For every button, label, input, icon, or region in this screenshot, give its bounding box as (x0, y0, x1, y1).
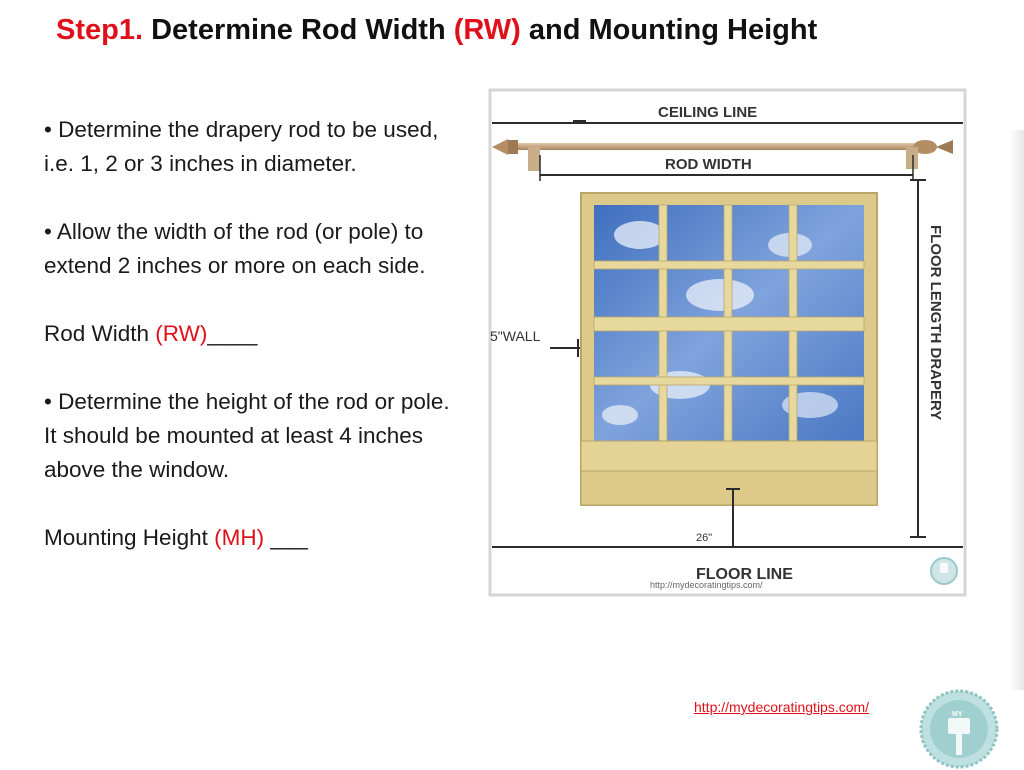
bullet-rod-diameter: • Determine the drapery rod to be used, … (44, 117, 439, 176)
title-part2: and Mounting Height (520, 14, 818, 46)
window-illustration (580, 192, 878, 506)
mounting-height-line: Mounting Height (MH) ___ (44, 521, 454, 555)
title-step: Step1. (56, 14, 144, 46)
diagram-watermark: http://mydecoratingtips.com/ (650, 580, 763, 590)
slide-title: Step1. Determine Rod Width (RW) and Moun… (56, 14, 1016, 47)
mounting-height-blank: ___ (264, 525, 308, 550)
title-rw: (RW) (453, 14, 521, 46)
bullet-rod-extension: • Allow the width of the rod (or pole) t… (44, 219, 426, 278)
slide-edge-shadow (1010, 130, 1024, 690)
measure-26-label: 26" (696, 532, 712, 544)
drapery-rod (492, 139, 953, 171)
rod-width-line: Rod Width (RW)____ (44, 317, 454, 351)
instructions-column: • Determine the drapery rod to be used, … (44, 113, 454, 555)
paint-brush-logo-icon: MY (919, 689, 999, 769)
wall-label: 5"WALL (490, 328, 541, 344)
mounting-height-label: Mounting Height (44, 525, 215, 550)
drapery-length-label: FLOOR LENGTH DRAPERY (927, 225, 944, 420)
rod-width-label: ROD WIDTH (665, 156, 752, 173)
badge-text: MY (952, 711, 963, 718)
rod-width-blank: ____ (207, 321, 258, 346)
ceiling-line-label: CEILING LINE (658, 104, 757, 121)
window-measurement-diagram: CEILING LINE ROD WIDTH (488, 88, 967, 597)
source-link[interactable]: http://mydecoratingtips.com/ (694, 699, 870, 715)
rod-width-label: Rod Width (44, 321, 156, 346)
mounting-height-abbr: (MH) (214, 525, 265, 550)
floor-line-label: FLOOR LINE (696, 566, 793, 583)
title-part1: Determine Rod Width (143, 14, 454, 46)
bullet-mounting-height: • Determine the height of the rod or pol… (44, 389, 450, 482)
rod-width-abbr: (RW) (155, 321, 208, 346)
